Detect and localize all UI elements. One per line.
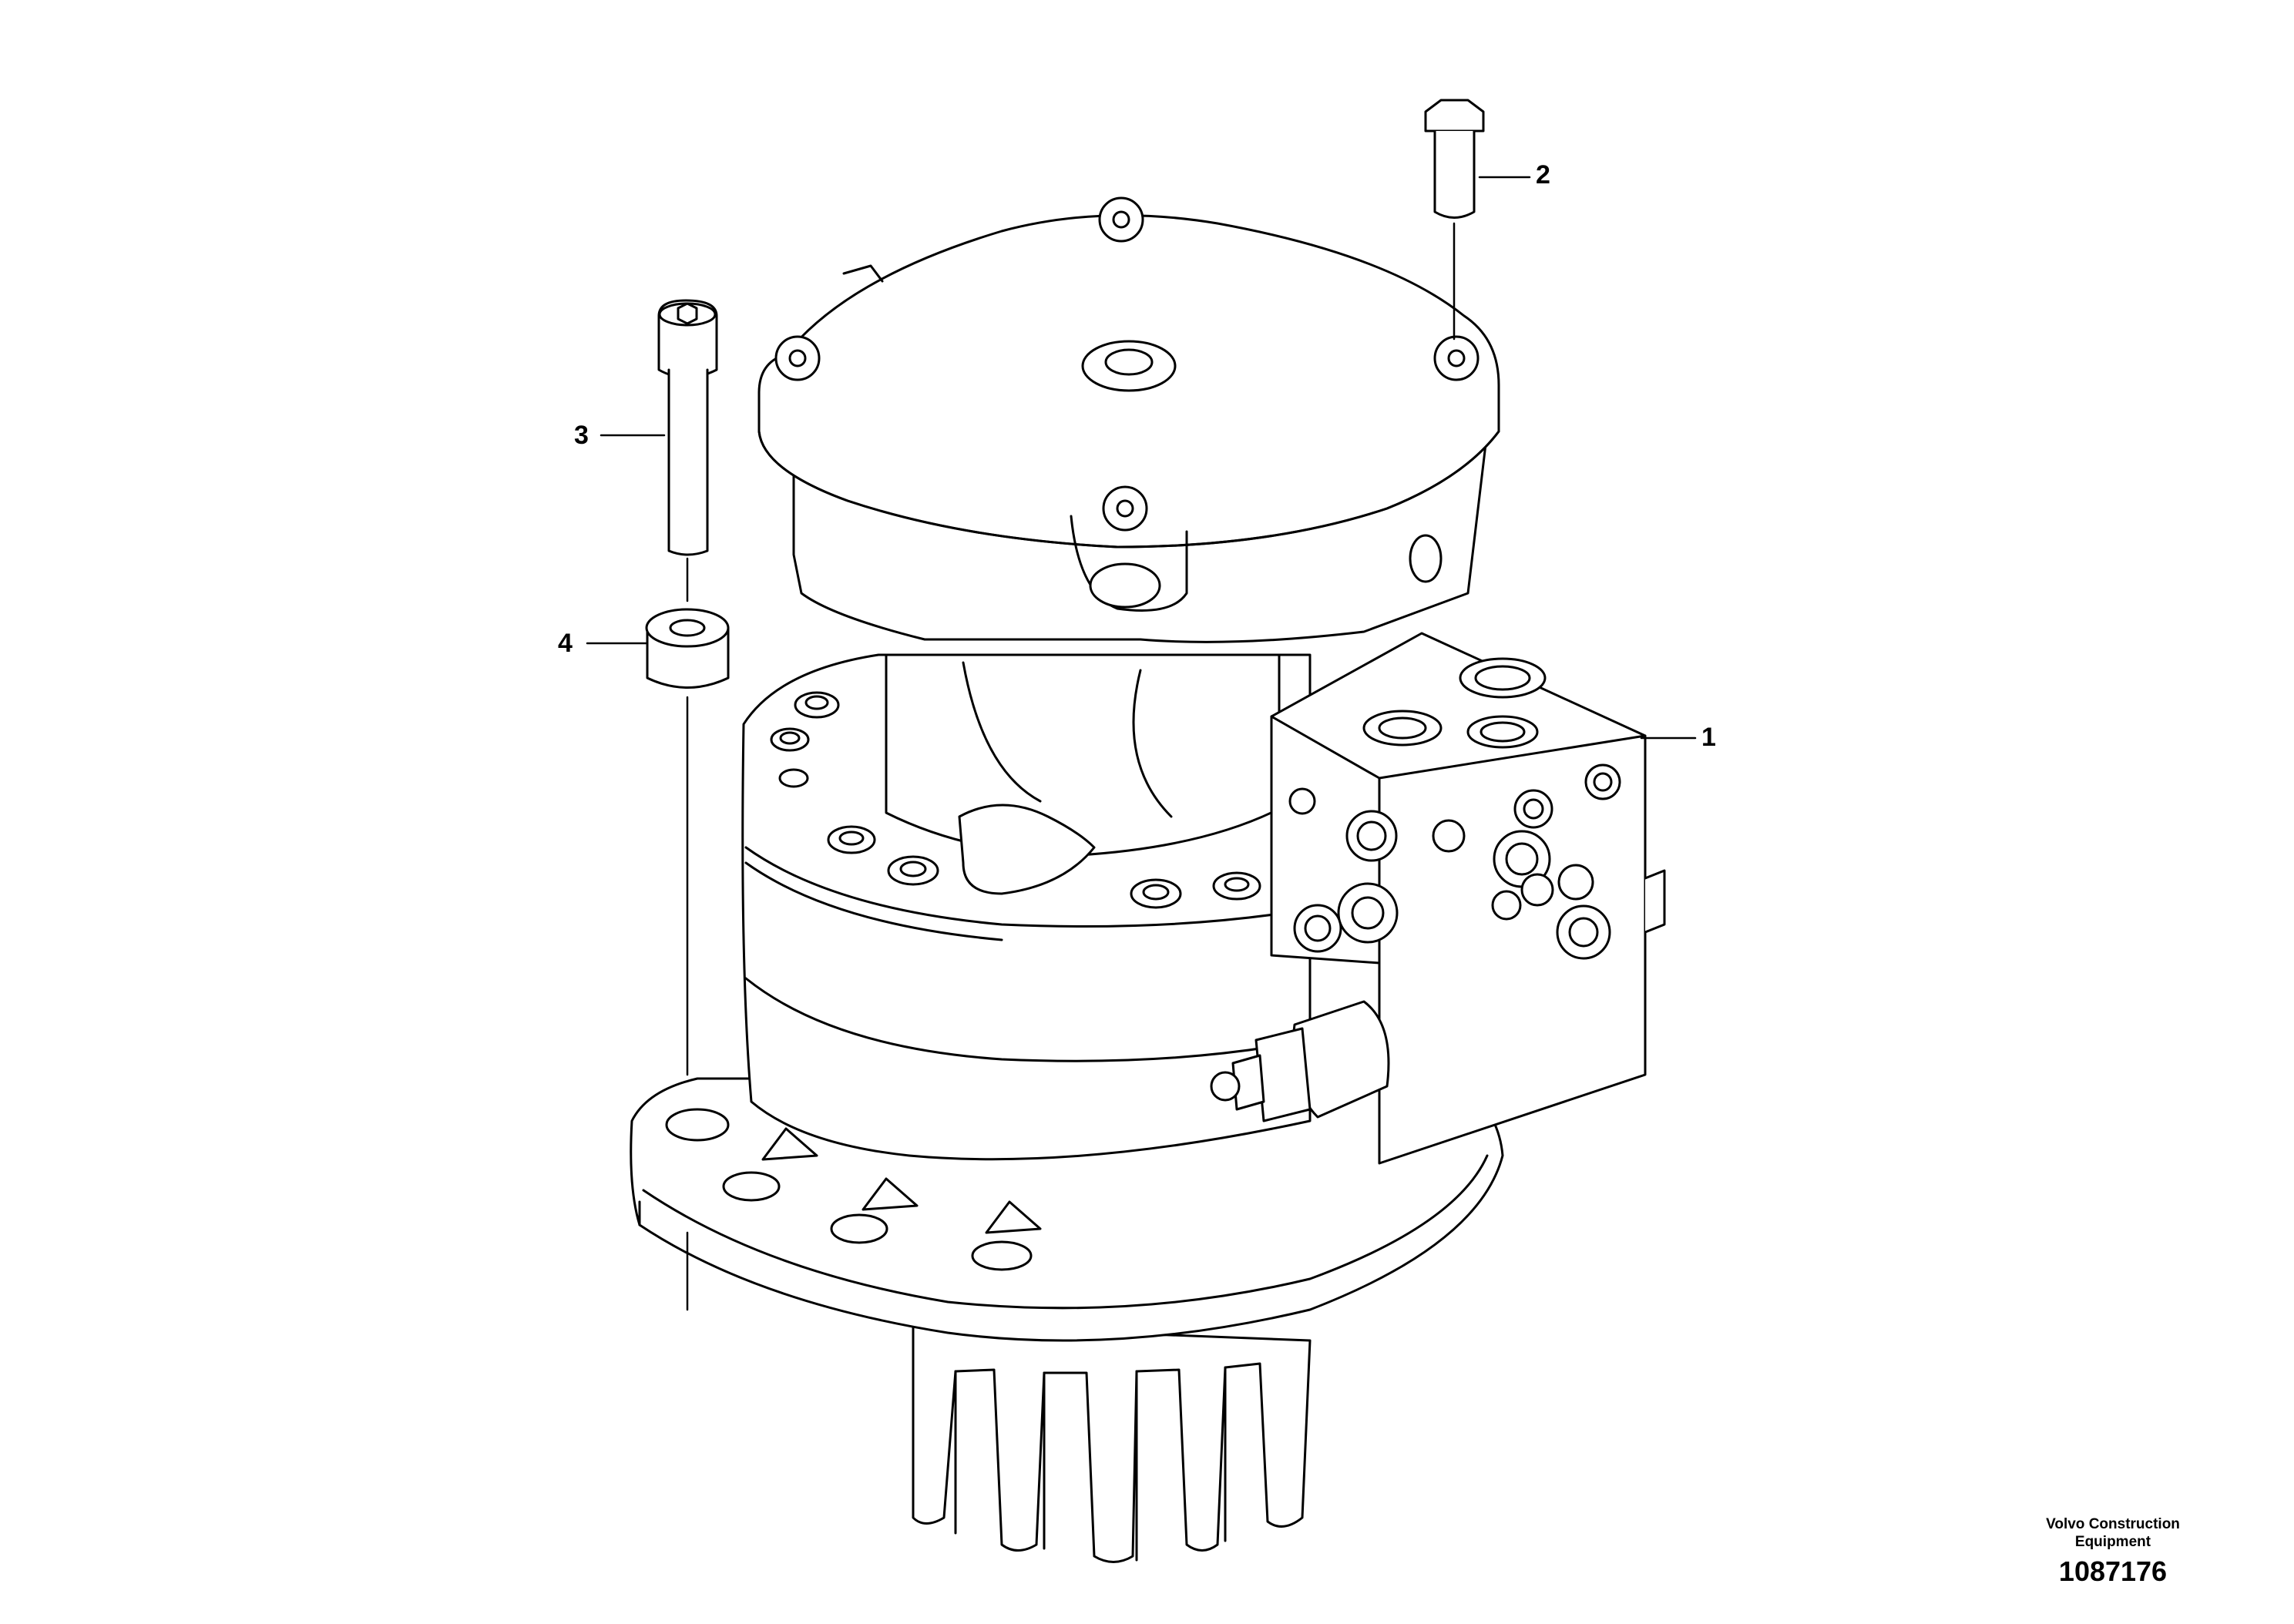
pressure-fitting — [1210, 1000, 1390, 1122]
document-number: 1087176 — [2058, 1555, 2168, 1587]
callout-2: 2 — [1536, 160, 1550, 190]
callout-3: 3 — [574, 421, 589, 450]
publisher-footer: Volvo Construction Equipment 1087176 — [1974, 1516, 2252, 1586]
brand-line-2: Equipment — [2074, 1533, 2151, 1550]
part-3-screw — [657, 299, 718, 602]
motor-cover — [757, 196, 1500, 643]
part-2-bolt — [1424, 99, 1485, 341]
callout-4: 4 — [558, 629, 573, 658]
output-pinion — [912, 1324, 1312, 1563]
gearbox-housing — [741, 653, 1312, 1161]
leader-lines — [586, 176, 1697, 740]
part-4-spacer — [645, 608, 730, 1311]
brand-line-1: Volvo Construction — [2046, 1516, 2180, 1532]
callout-1: 1 — [1701, 723, 1716, 752]
valve-block — [1270, 632, 1666, 1165]
